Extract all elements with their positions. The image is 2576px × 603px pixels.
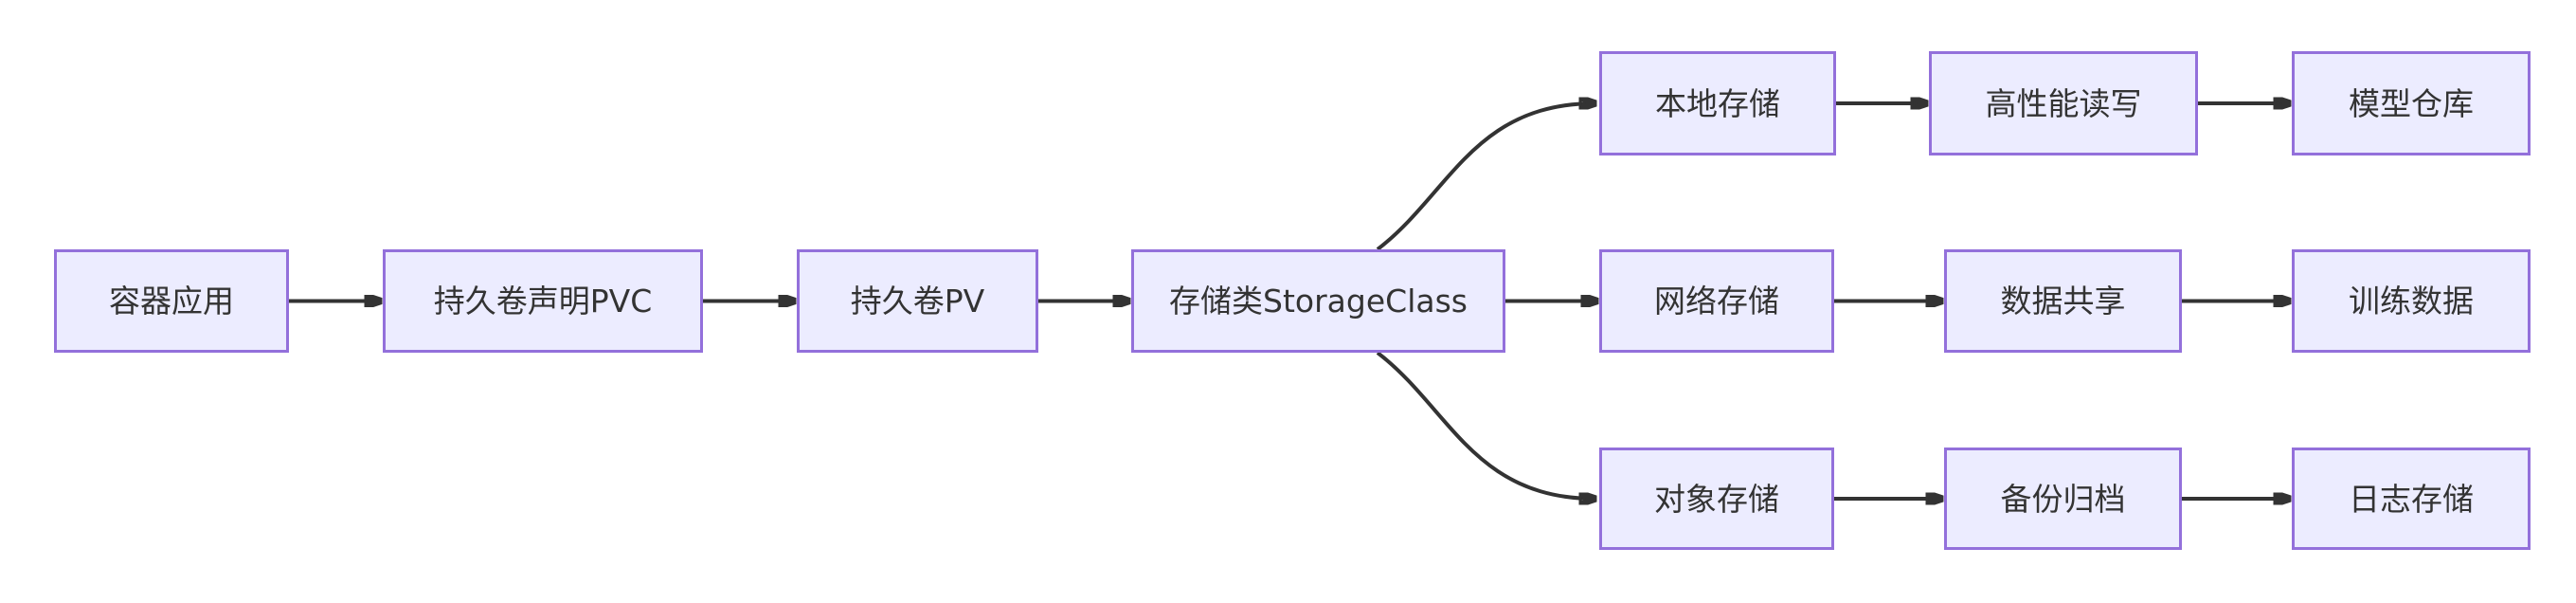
edge-sc-to-object [1376, 351, 1595, 499]
node-container-app: 容器应用 [54, 249, 289, 353]
node-backup-archive: 备份归档 [1944, 448, 2182, 550]
node-local-storage: 本地存储 [1599, 51, 1836, 155]
node-model-repo: 模型仓库 [2292, 51, 2531, 155]
node-training-data: 训练数据 [2292, 249, 2531, 353]
node-persistent-volume: 持久卷PV [797, 249, 1038, 353]
node-log-storage: 日志存储 [2292, 448, 2531, 550]
edge-sc-to-local [1376, 103, 1595, 251]
node-storage-class: 存储类StorageClass [1131, 249, 1505, 353]
node-data-sharing: 数据共享 [1944, 249, 2182, 353]
node-network-storage: 网络存储 [1599, 249, 1834, 353]
node-pvc-claim: 持久卷声明PVC [383, 249, 703, 353]
node-high-perf-rw: 高性能读写 [1929, 51, 2198, 155]
node-object-storage: 对象存储 [1599, 448, 1834, 550]
